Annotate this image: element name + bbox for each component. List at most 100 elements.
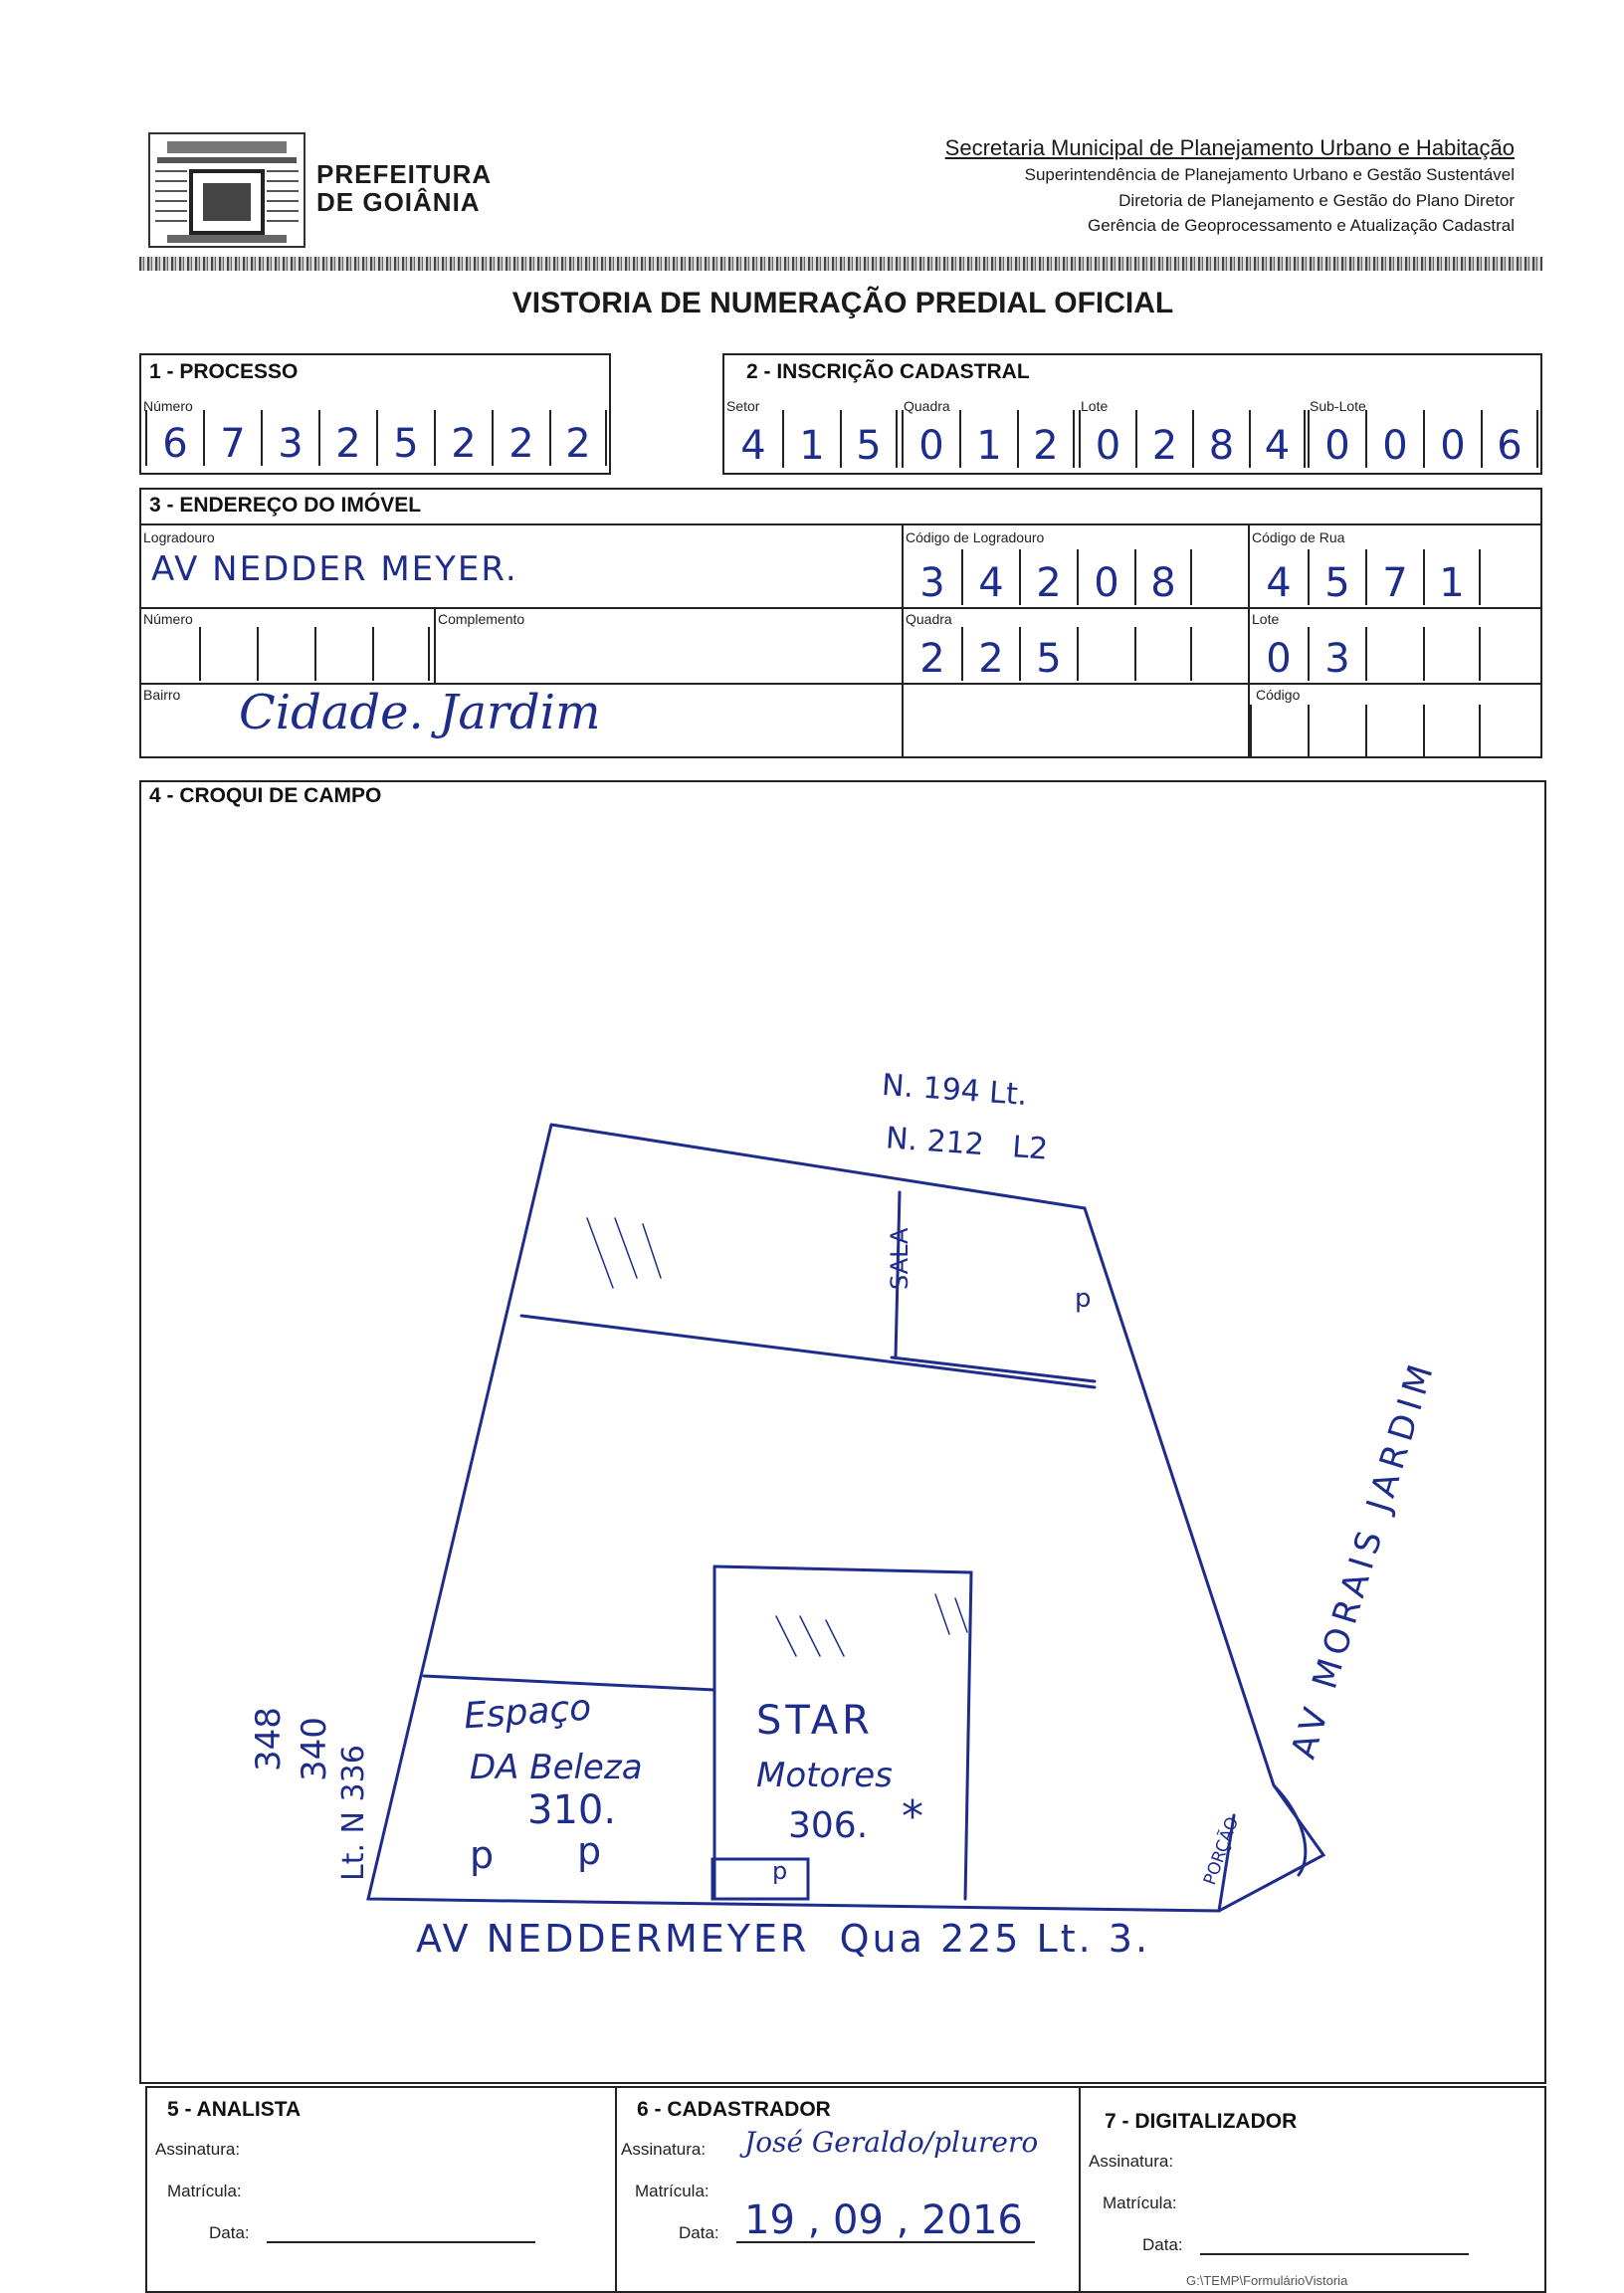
endereco-divider — [139, 523, 1542, 525]
digitalizador-matricula-label: Matrícula: — [1103, 2193, 1177, 2212]
footer-ref: G:\TEMP\FormulárioVistoria — [1186, 2273, 1348, 2288]
corner-curve — [1272, 1783, 1308, 1877]
endereco-lote-cells: 0 3 — [1250, 627, 1481, 681]
digit-cell: 7 — [1365, 549, 1423, 605]
page-title: VISTORIA DE NUMERAÇÃO PREDIAL OFICIAL — [511, 287, 1174, 319]
sig-divider-2 — [1079, 2086, 1081, 2293]
digit-cell: 2 — [1019, 549, 1077, 605]
digit-cell: 2 — [1017, 410, 1075, 468]
endereco-quadra-cells: 2 2 5 — [904, 627, 1192, 681]
processo-numero-label: Número — [143, 398, 193, 414]
digit-cell: 4 — [740, 423, 766, 469]
digitalizador-section-title: 7 - DIGITALIZADOR — [1105, 2110, 1298, 2133]
digit-cell: 2 — [492, 410, 549, 466]
endereco-lote-label: Lote — [1252, 611, 1280, 627]
processo-numero-cells: 6 7 3 2 5 2 2 2 — [145, 410, 607, 466]
digit-cell: 2 — [549, 410, 607, 466]
p-mark-door: p — [772, 1857, 788, 1885]
gerencia: Gerência de Geoprocessamento e Atualizaç… — [1087, 216, 1515, 235]
cod-logradouro-label: Código de Logradouro — [906, 529, 1045, 545]
digit-cell: 6 — [1481, 410, 1538, 468]
inscricao-quadra-cells: 0 1 2 — [902, 410, 1077, 468]
coat-of-arms-icon — [148, 132, 305, 248]
inscricao-quadra-label: Quadra — [904, 398, 950, 414]
lot-outline — [366, 1123, 1326, 1913]
cadastrador-data-value: 19 , 09 , 2016 — [744, 2197, 1023, 2243]
digit-cell: 5 — [1308, 549, 1365, 605]
star-door — [710, 1857, 810, 1901]
cod-logradouro-cells: 3 4 2 0 8 — [904, 549, 1192, 605]
cod-rua-divider — [1248, 523, 1250, 758]
inscricao-lote-cells: 0 2 8 4 — [1079, 410, 1308, 468]
interior-line — [519, 1314, 1097, 1389]
signature-box — [145, 2086, 1546, 2293]
codigo-label: Código — [1256, 687, 1301, 703]
cod-logradouro-divider — [902, 523, 904, 758]
digit-cell: 0 — [1079, 410, 1135, 468]
digit-cell: 0 — [1365, 410, 1423, 468]
cadastrador-signature: José Geraldo/plurero — [744, 2126, 1039, 2159]
cadastrador-assinatura-label: Assinatura: — [621, 2140, 707, 2159]
digit-cell: 1 — [782, 410, 840, 468]
cadastrador-matricula-label: Matrícula: — [635, 2182, 710, 2200]
diretoria: Diretoria de Planejamento e Gestão do Pl… — [1118, 191, 1515, 210]
cadastrador-data-blank — [736, 2241, 1035, 2243]
setor-label: Setor — [726, 398, 760, 414]
digitalizador-assinatura-label: Assinatura: — [1089, 2152, 1174, 2171]
digit-cell: 0 — [1077, 549, 1134, 605]
digit-cell: 4 — [1249, 410, 1306, 468]
cod-rua-cells: 4 5 7 1 — [1250, 549, 1481, 605]
empty-cell — [1365, 627, 1423, 681]
asterisk-mark: * — [902, 1791, 923, 1842]
digit-cell: 2 — [919, 636, 945, 682]
digit-cell: 4 — [1266, 560, 1292, 606]
digit-cell: 4 — [961, 549, 1019, 605]
bottom-street-label: AV NEDDERMEYER Qua 225 Lt. 3. — [416, 1917, 1151, 1961]
endereco-row2-line — [139, 607, 1542, 609]
analista-data-blank — [267, 2241, 535, 2243]
digit-cell: 2 — [434, 410, 492, 466]
digit-cell: 8 — [1192, 410, 1249, 468]
digit-cell: 5 — [840, 410, 898, 468]
logo — [147, 131, 306, 249]
espaco-top — [422, 1674, 716, 1692]
setor-cells: 4 1 5 — [724, 410, 900, 468]
digit-cell: 3 — [261, 410, 318, 466]
left-num-1: 348 — [249, 1707, 289, 1772]
digit-cell: 2 — [318, 410, 376, 466]
endereco-box — [139, 488, 1542, 758]
digit-cell: 3 — [1308, 627, 1365, 681]
digit-cell: 1 — [959, 410, 1017, 468]
digit-cell: 1 — [1423, 549, 1481, 605]
star-line2: Motores — [756, 1756, 893, 1795]
star-line3: 306. — [788, 1805, 869, 1846]
numero-cells — [199, 627, 430, 681]
corner-line — [1217, 1813, 1236, 1913]
logo-text-line1: PREFEITURA — [316, 159, 493, 189]
cadastrador-section-title: 6 - CADASTRADOR — [637, 2098, 831, 2121]
numero-label: Número — [143, 611, 193, 627]
digit-cell: 0 — [1423, 410, 1481, 468]
digitalizador-data-label: Data: — [1142, 2235, 1183, 2254]
croqui-sketch — [366, 1123, 1326, 1913]
digit-cell: 3 — [919, 560, 945, 606]
p-mark-left2: p — [577, 1829, 602, 1873]
inscricao-section-title: 2 - INSCRIÇÃO CADASTRAL — [746, 360, 1030, 383]
bairro-label: Bairro — [143, 687, 181, 703]
digit-cell: 2 — [961, 627, 1019, 681]
sublote-cells: 0 0 0 6 — [1308, 410, 1540, 468]
analista-data-label: Data: — [209, 2223, 250, 2242]
endereco-quadra-label: Quadra — [906, 611, 952, 627]
empty-cell — [1077, 627, 1134, 681]
logradouro-label: Logradouro — [143, 529, 215, 545]
digit-cell: 0 — [902, 410, 959, 468]
digit-cell: 6 — [145, 410, 203, 466]
codigo-cells — [1250, 705, 1481, 756]
empty-cell — [1134, 627, 1192, 681]
digit-cell: 5 — [1019, 627, 1077, 681]
digit-cell: 7 — [203, 410, 261, 466]
sala-bottom — [890, 1355, 1097, 1383]
sala-label: SALA — [886, 1227, 914, 1290]
complemento-divider — [434, 607, 436, 685]
star-outline — [712, 1564, 973, 1901]
